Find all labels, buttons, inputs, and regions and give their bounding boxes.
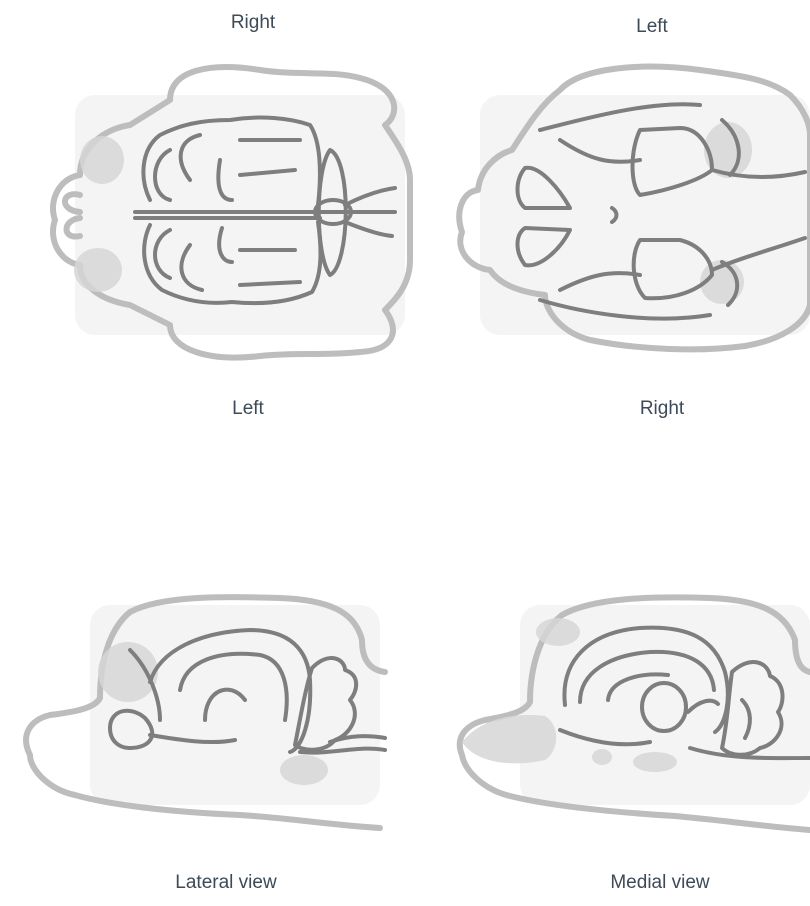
- medial-highlight-frontal: [536, 618, 580, 646]
- medial-highlight-ventral-1: [592, 749, 612, 765]
- dorsal-highlight-lower: [74, 248, 122, 292]
- ventral-view-panel: [459, 67, 810, 350]
- dorsal-view-panel: [53, 67, 410, 357]
- medial-highlight-ventral-2: [633, 752, 677, 772]
- lateral-highlight-frontal: [98, 642, 158, 702]
- dorsal-highlight-upper: [80, 136, 124, 184]
- lateral-highlight-ventral: [280, 755, 328, 785]
- lateral-view-panel: [26, 597, 385, 828]
- medial-view-panel: [460, 597, 810, 830]
